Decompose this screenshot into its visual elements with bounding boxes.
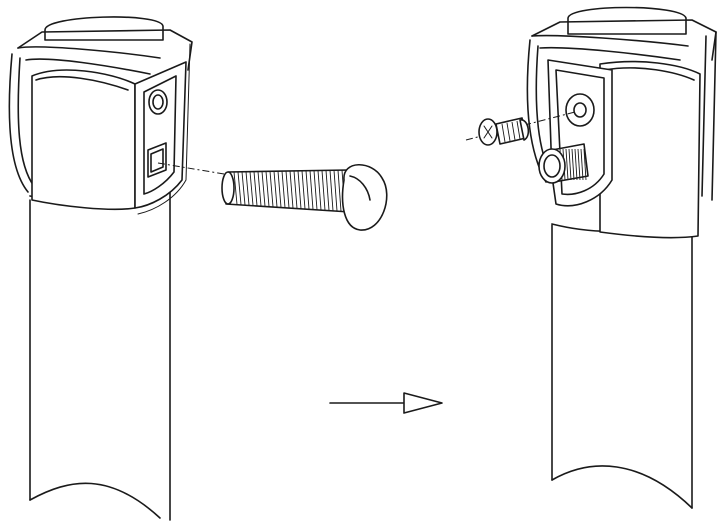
- thread-line: [241, 171, 246, 205]
- thread-line: [325, 170, 330, 211]
- thread-line: [333, 170, 338, 212]
- thread-line: [305, 170, 310, 210]
- thread-line: [583, 148, 587, 181]
- thread-line: [237, 171, 242, 205]
- thread-line: [293, 170, 298, 209]
- thread-line: [273, 171, 278, 208]
- cap-nut: [478, 117, 530, 146]
- thread-line: [289, 170, 294, 209]
- step-2-assembly: [465, 6, 717, 509]
- thread-line: [301, 170, 306, 209]
- thread-line: [297, 170, 302, 209]
- thread-line: [253, 171, 258, 206]
- thread-line: [574, 148, 578, 181]
- thread-line: [277, 171, 282, 208]
- thread-line: [261, 171, 266, 207]
- right-bracket: [526, 6, 717, 239]
- thread-line: [233, 171, 238, 205]
- step-1-assembly: [8, 16, 388, 521]
- thread-line: [269, 171, 274, 207]
- transition-arrow: [329, 392, 443, 414]
- thread-line: [329, 170, 334, 211]
- left-bracket: [8, 16, 193, 215]
- carriage-bolt: [221, 164, 388, 231]
- thread-line: [565, 148, 569, 181]
- thread-line: [265, 171, 270, 207]
- right-tube: [551, 209, 693, 509]
- left-tube: [29, 189, 171, 521]
- thread-line: [580, 148, 584, 181]
- thread-line: [257, 171, 262, 207]
- thread-line: [337, 170, 342, 212]
- thread-line: [568, 148, 572, 181]
- thread-line: [249, 171, 254, 206]
- thread-line: [285, 170, 290, 208]
- thread-line: [245, 171, 250, 206]
- thread-line: [309, 170, 314, 210]
- thread-line: [577, 148, 581, 181]
- thread-line: [317, 170, 322, 211]
- thread-line: [321, 170, 326, 211]
- thread-line: [313, 170, 318, 210]
- thread-line: [281, 171, 286, 208]
- thread-line: [571, 148, 575, 181]
